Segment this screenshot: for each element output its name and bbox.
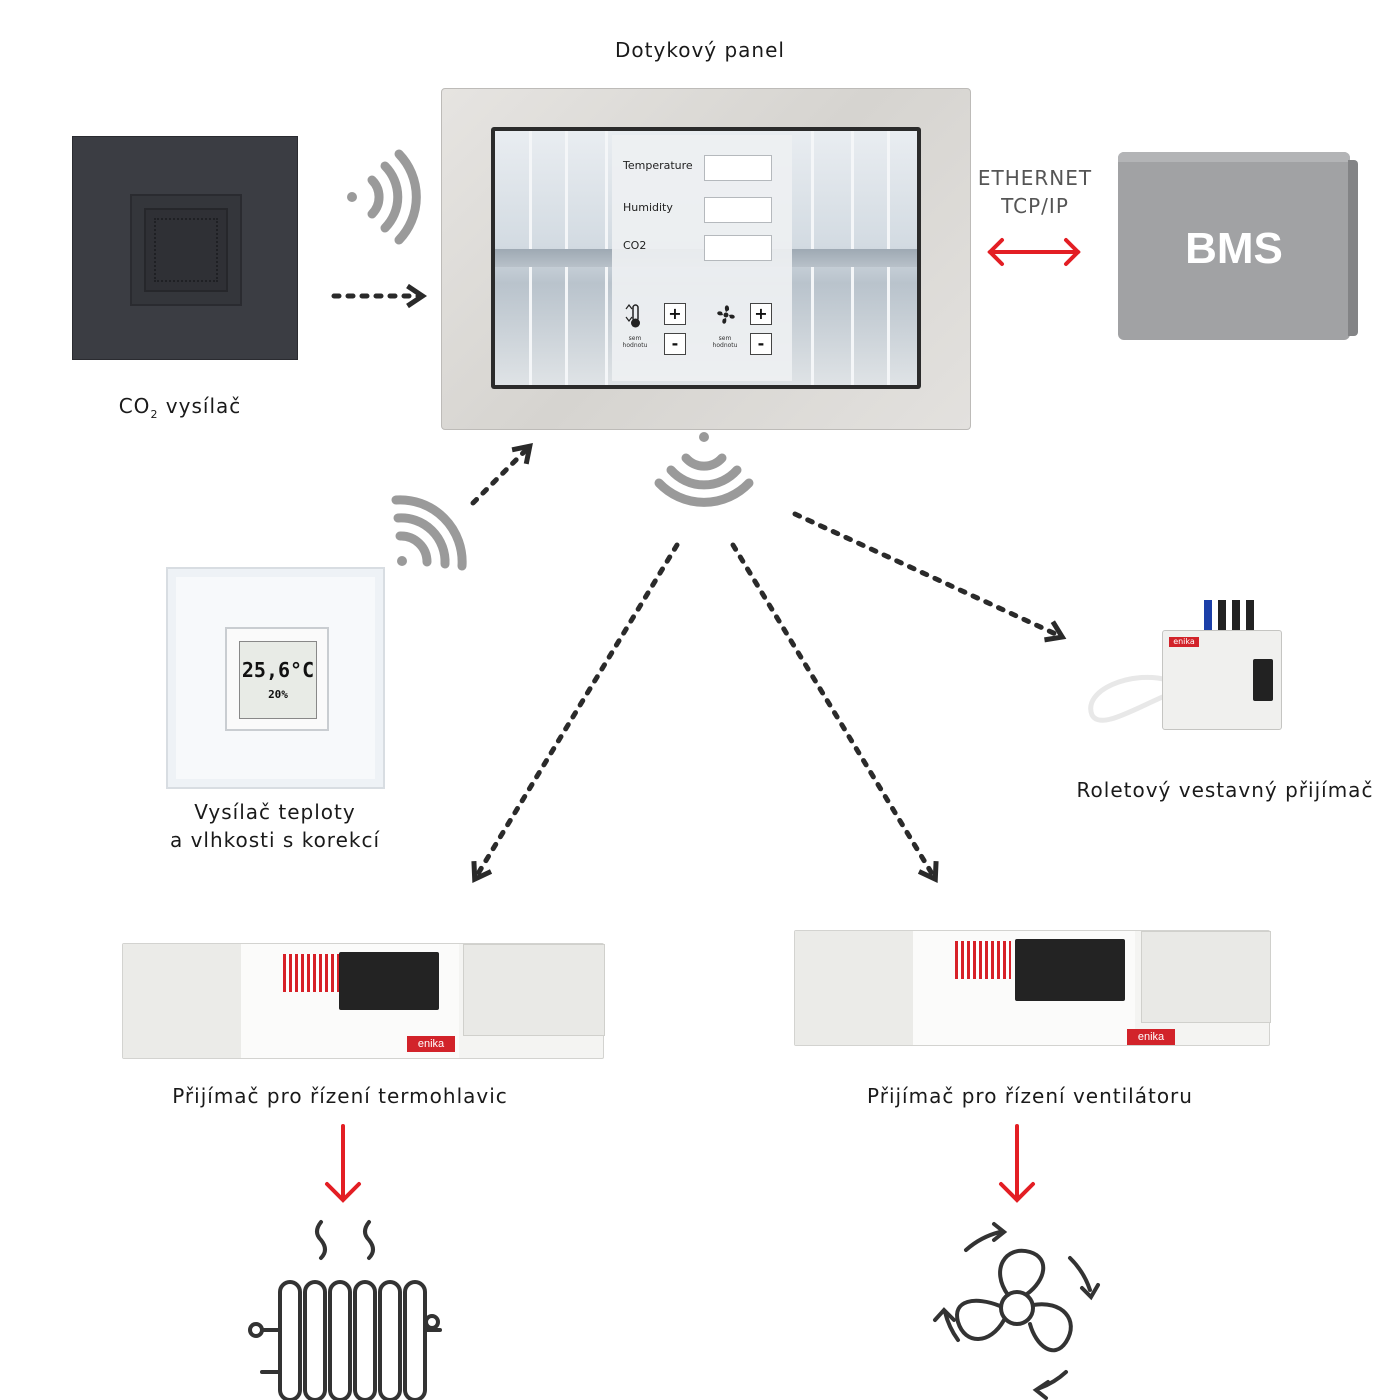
arrow-th-to-panel: [470, 443, 533, 506]
co2-label: CO2: [623, 239, 647, 252]
ethernet-double-arrow: [987, 238, 1081, 266]
humidity-label: Humidity: [623, 201, 673, 214]
co2-field[interactable]: [704, 235, 772, 261]
wireless-icon-co2: [347, 149, 421, 245]
temperature-plus-button[interactable]: +: [664, 303, 686, 325]
display-temperature: 25,6°C: [241, 658, 315, 682]
antenna-cable: [1088, 674, 1168, 723]
temperature-minus-button[interactable]: -: [664, 333, 686, 355]
wireless-icon-panel: [654, 432, 754, 507]
fan-caption: sem hodnotu: [712, 335, 738, 349]
fan-receiver-label: Přijímač pro řízení ventilátoru: [867, 1084, 1193, 1108]
brand-label: enika: [407, 1036, 455, 1052]
display-humidity: 20%: [268, 688, 288, 701]
temperature-label: Temperature: [623, 159, 693, 172]
th-sensor-label-2: a vlhkosti s korekcí: [169, 828, 381, 852]
bms-box: BMS: [1118, 152, 1358, 340]
temperature-humidity-sensor: 25,6°C 20%: [166, 567, 385, 789]
fan-icon: [717, 305, 735, 324]
radiator-icon: [248, 1220, 442, 1400]
roller-receiver-label: Roletový vestavný přijímač: [1076, 778, 1374, 802]
roller-shutter-receiver: enika: [1088, 600, 1288, 736]
wireless-icon-th: [391, 495, 467, 571]
th-sensor-label-1: Vysílač teploty: [194, 800, 356, 824]
arrow-panel-to-roller: [792, 511, 1067, 643]
thermometer-icon: [625, 304, 640, 328]
tcpip-label: TCP/IP: [1001, 194, 1069, 218]
fan-minus-button[interactable]: -: [750, 333, 772, 355]
sensor-readout-card: Temperature Humidity CO2 + - sem hodnotu…: [612, 135, 792, 381]
humidity-field[interactable]: [704, 197, 772, 223]
thermo-receiver-label: Přijímač pro řízení termohlavic: [172, 1084, 508, 1108]
fan-plus-button[interactable]: +: [750, 303, 772, 325]
co2-sensor-label: CO2 vysílač: [118, 394, 242, 421]
red-arrow-thermo: [325, 1124, 361, 1203]
ethernet-label: ETHERNET: [977, 166, 1093, 190]
brand-label: enika: [1169, 637, 1199, 647]
red-arrow-fan: [999, 1124, 1035, 1203]
panel-title: Dotykový panel: [615, 38, 785, 62]
fan-icon: [933, 1222, 1100, 1400]
co2-sensor-device: [72, 136, 298, 360]
brand-label: enika: [1127, 1029, 1175, 1045]
thermo-receiver-device: enika: [122, 943, 605, 1059]
touch-panel: Temperature Humidity CO2 + - sem hodnotu…: [441, 88, 971, 430]
fan-receiver-device: enika: [794, 930, 1271, 1046]
sensor-display: 25,6°C 20%: [239, 641, 317, 719]
bms-label: BMS: [1185, 224, 1283, 273]
arrow-panel-to-fan: [730, 542, 939, 883]
temperature-caption: sem hodnotu: [622, 335, 648, 349]
temperature-field[interactable]: [704, 155, 772, 181]
arrow-panel-to-thermo: [471, 542, 680, 883]
touch-panel-screen: Temperature Humidity CO2 + - sem hodnotu…: [491, 127, 921, 389]
